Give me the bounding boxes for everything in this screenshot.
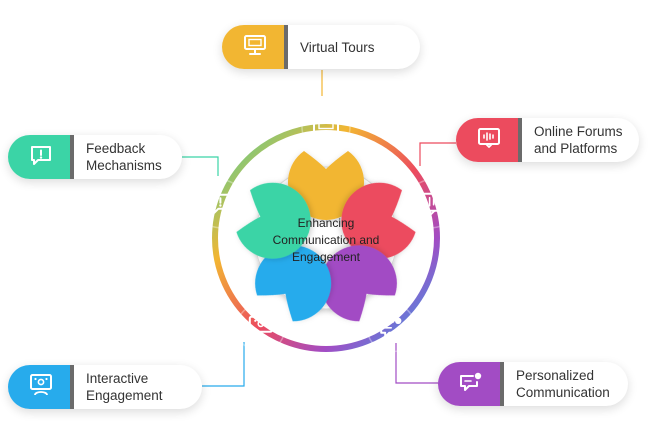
card-interactive-engagement[interactable]: Interactive Engagement — [8, 365, 202, 409]
feedback-message-icon — [209, 193, 232, 214]
card-virtual-tours-tab — [222, 25, 288, 69]
chat-notification-icon — [458, 371, 484, 398]
audio-monitor-icon — [477, 127, 501, 154]
card-virtual-tours-label: Virtual Tours — [300, 39, 375, 55]
monitor-icon — [243, 34, 267, 61]
center-title-line: Enhancing — [298, 216, 355, 230]
badge-virtual-tours — [288, 102, 364, 220]
badge-feedback-mechanisms — [195, 178, 311, 259]
interactive-screen-icon — [29, 373, 53, 402]
outer-ring — [212, 124, 440, 352]
card-personalized-communication[interactable]: Personalized Communication — [438, 362, 628, 406]
card-virtual-tours[interactable]: Virtual Tours — [222, 25, 420, 69]
connector-online-forums — [419, 142, 456, 166]
card-online-forums-label: Online Forums and Platforms — [534, 124, 623, 156]
card-feedback-mechanisms-label: Feedback Mechanisms — [86, 141, 162, 173]
center-title-line: Communication and — [273, 233, 380, 247]
audio-monitor-icon — [418, 192, 445, 215]
card-feedback-mechanisms[interactable]: Feedback Mechanisms — [8, 135, 182, 179]
card-interactive-engagement-label: Interactive Engagement — [86, 371, 163, 403]
badge-personalized-communication — [320, 245, 416, 353]
card-online-forums[interactable]: Online Forums and Platforms — [456, 118, 639, 162]
connectors — [182, 70, 456, 387]
center-title-line: Engagement — [292, 250, 361, 264]
feedback-message-icon — [29, 144, 53, 171]
card-interactive-engagement-tab — [8, 365, 74, 409]
badge-online-forums — [341, 178, 457, 259]
card-feedback-mechanisms-tab — [8, 135, 74, 179]
connector-personalized — [395, 343, 438, 384]
chat-notification-icon — [380, 317, 402, 338]
connector-feedback — [182, 156, 219, 176]
connector-interactive — [202, 342, 245, 387]
card-personalized-communication-label: Personalized Communication — [516, 368, 610, 400]
badge-interactive-engagement — [236, 245, 332, 353]
card-online-forums-tab — [456, 118, 522, 162]
monitor-icon — [313, 116, 339, 138]
badges — [195, 102, 457, 353]
card-personalized-communication-tab — [438, 362, 504, 406]
interactive-screen-icon — [248, 315, 273, 339]
